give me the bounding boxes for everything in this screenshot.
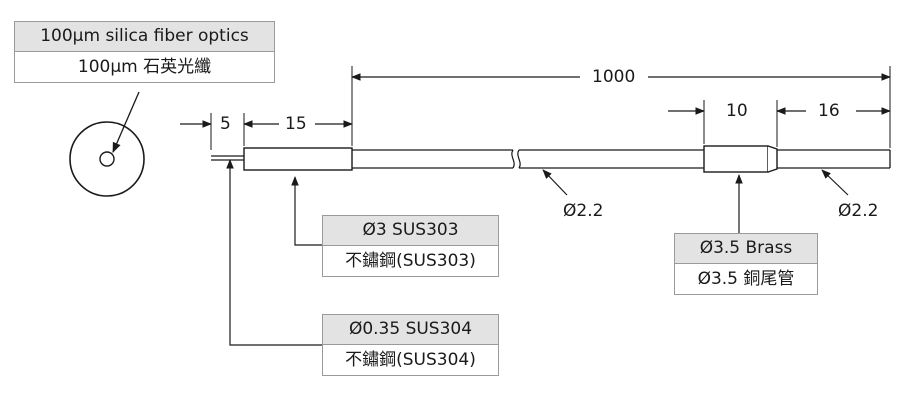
dimension-lines bbox=[180, 73, 891, 128]
dim-total-length: 1000 bbox=[592, 67, 636, 87]
dim-jacket-mid: Ø2.2 bbox=[563, 201, 604, 221]
extension-lines bbox=[210, 66, 891, 150]
dim-ferrule-length: 10 bbox=[726, 101, 748, 121]
sus303-callout: Ø3 SUS303 不鏽鋼(SUS303) bbox=[322, 215, 499, 277]
fiber-label-box: 100µm silica fiber optics 100µm 石英光纖 bbox=[14, 21, 275, 83]
dim-end-length: 16 bbox=[818, 101, 840, 121]
brass-label-en: Ø3.5 Brass bbox=[675, 234, 817, 264]
fiber-cross-section bbox=[69, 91, 145, 197]
sus304-label-zh: 不鏽鋼(SUS304) bbox=[345, 350, 476, 370]
leader-lines bbox=[226, 159, 849, 346]
sus304-callout: Ø0.35 SUS304 不鏽鋼(SUS304) bbox=[322, 314, 499, 376]
jacket-right bbox=[517, 149, 891, 169]
sus303-label-zh: 不鏽鋼(SUS303) bbox=[345, 251, 476, 271]
dim-jacket-end: Ø2.2 bbox=[838, 201, 879, 221]
brass-callout: Ø3.5 Brass Ø3.5 銅尾管 bbox=[674, 233, 818, 295]
fiber-label-zh: 100µm 石英光纖 bbox=[77, 57, 212, 77]
sus303-tube bbox=[243, 147, 353, 171]
jacket-left bbox=[352, 149, 515, 169]
sus303-label-en: Ø3 SUS303 bbox=[323, 216, 498, 246]
brass-ferrule bbox=[703, 145, 778, 173]
exposed-fiber bbox=[211, 155, 244, 161]
dim-tip-tube-length: 15 bbox=[285, 114, 307, 134]
brass-label-zh: Ø3.5 銅尾管 bbox=[697, 269, 795, 289]
fiber-label-en: 100µm silica fiber optics bbox=[15, 22, 274, 52]
dim-exposed-fiber: 5 bbox=[220, 114, 231, 134]
sus304-label-en: Ø0.35 SUS304 bbox=[323, 315, 498, 345]
